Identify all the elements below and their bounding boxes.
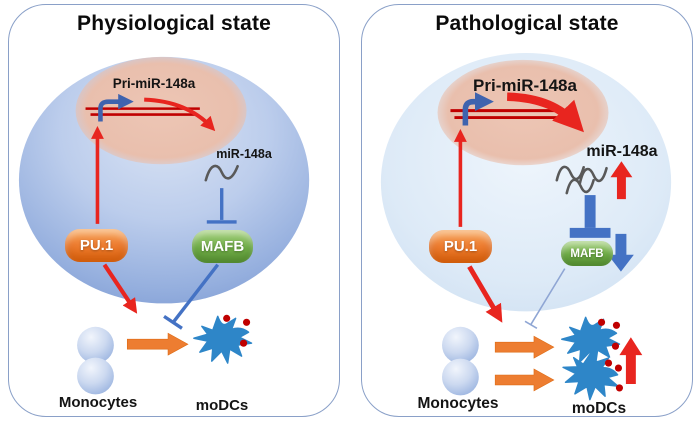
transcription-output-arrow xyxy=(144,97,216,132)
secreted-dot xyxy=(614,364,623,372)
monocyte-cell xyxy=(442,326,479,364)
mirna-squiggle-icon xyxy=(204,164,239,182)
mafb-inhibit-tbar xyxy=(163,314,183,330)
secreted-dot xyxy=(597,318,606,326)
mafb-inhibit-line xyxy=(172,263,220,323)
monocytes-label: Monocytes xyxy=(58,394,138,411)
mir-label: miR-148a xyxy=(586,143,658,160)
dendritic-cell xyxy=(193,315,253,364)
nucleus xyxy=(437,59,609,166)
mirna-squiggle-icon xyxy=(555,165,585,182)
dendritic-cell xyxy=(562,351,619,401)
pu1-to-modc-arrow xyxy=(102,263,138,314)
pathological-art xyxy=(380,52,672,401)
secreted-dot xyxy=(612,321,621,329)
secreted-dot xyxy=(223,314,231,322)
physiological-art xyxy=(18,56,310,395)
modc-increase-arrow-icon xyxy=(619,337,643,384)
secreted-dot xyxy=(611,342,620,350)
mafb-decrease-arrow-icon xyxy=(608,233,634,272)
mir-inhibits-mafb-line xyxy=(584,195,596,228)
monocytes-label: Monocytes xyxy=(417,395,499,412)
monocyte-cell xyxy=(77,357,114,395)
pu1-box: PU.1 xyxy=(65,229,128,262)
panel-pathological: Pathological state Pri-miR-148a miR-148a… xyxy=(361,4,693,417)
modcs-label: moDCs xyxy=(571,400,627,417)
mafb-inhibit-line xyxy=(530,268,566,325)
modcs-label: moDCs xyxy=(195,397,249,414)
transcription-output-arrow xyxy=(506,92,584,133)
secreted-dot xyxy=(242,318,251,326)
pri-mir-label: Pri-miR-148a xyxy=(112,76,196,91)
secreted-dot xyxy=(240,339,248,347)
secreted-dot xyxy=(615,384,624,392)
mir-inhibits-mafb-tbar xyxy=(569,227,611,238)
differentiation-arrow-icon xyxy=(126,332,189,356)
mir-label: miR-148a xyxy=(216,147,272,161)
transcription-start-arrow-icon xyxy=(98,93,134,122)
transcription-start-arrow-icon xyxy=(462,92,494,126)
secreted-dot xyxy=(604,359,613,367)
mir-increase-arrow-icon xyxy=(610,161,633,200)
mirna-squiggle-icon xyxy=(565,178,595,195)
differentiation-arrow-icon xyxy=(494,335,555,359)
pu1-to-modc-arrow xyxy=(467,265,503,323)
differentiation-arrow-icon xyxy=(494,368,555,392)
pri-mir-label: Pri-miR-148a xyxy=(473,76,577,95)
mafb-box: MAFB xyxy=(561,241,613,266)
pu1-box: PU.1 xyxy=(429,230,492,263)
monocyte-cell xyxy=(77,326,114,364)
panel-title: Physiological state xyxy=(76,12,272,35)
panel-title: Pathological state xyxy=(435,12,619,35)
mafb-box: MAFB xyxy=(192,230,253,263)
mafb-inhibit-tbar xyxy=(524,320,538,329)
dendritic-cell xyxy=(561,316,621,365)
nucleus xyxy=(75,56,247,165)
panel-physiological: Physiological state Pri-miR-148a miR-148… xyxy=(8,4,340,417)
monocyte-cell xyxy=(442,358,479,396)
mirna-squiggle-icon xyxy=(578,166,608,186)
